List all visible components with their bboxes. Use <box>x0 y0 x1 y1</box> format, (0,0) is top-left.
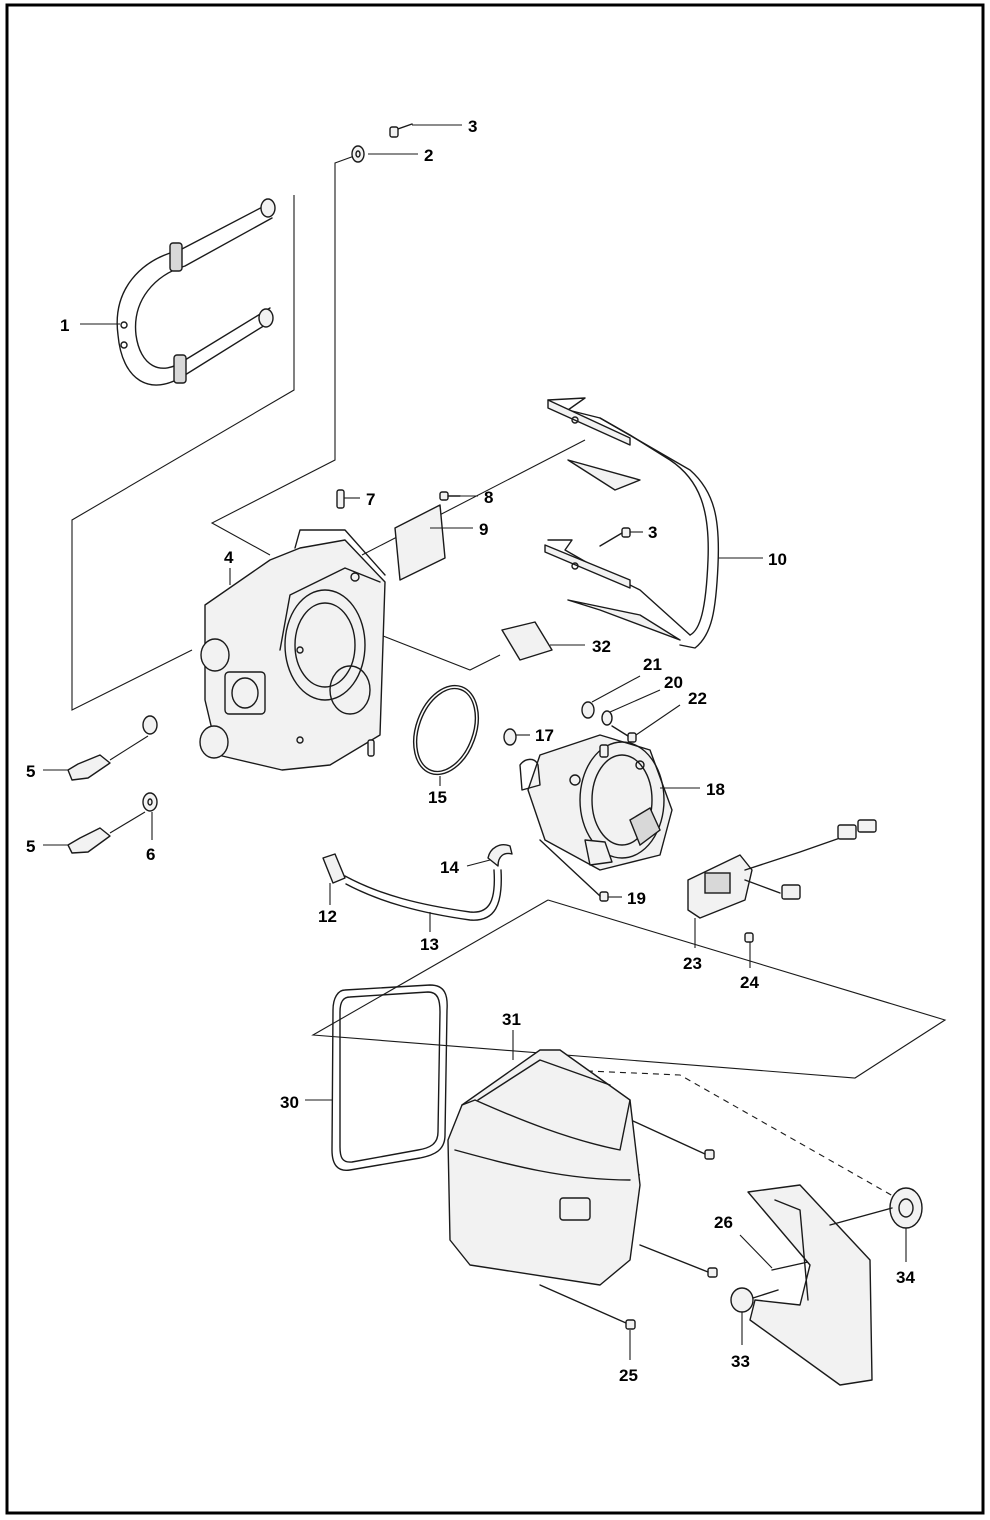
washer-part-21 <box>581 701 595 719</box>
pin-part-7 <box>336 489 345 509</box>
motor-part-18 <box>519 734 673 871</box>
callout-12: 12 <box>318 907 337 926</box>
callout-22: 22 <box>688 689 707 708</box>
callout-7: 7 <box>366 490 375 509</box>
washer-part-20 <box>601 710 613 726</box>
screw-part-26 <box>771 1261 809 1271</box>
callout-31: 31 <box>502 1010 521 1029</box>
callout-24: 24 <box>740 973 759 992</box>
fitting-part-5-lower <box>67 811 146 854</box>
washer-part-6 <box>142 792 158 812</box>
callout-5-lower: 5 <box>26 837 35 856</box>
callout-labels: 1 2 3 3 4 5 5 6 7 8 9 10 12 13 14 15 17 … <box>26 117 915 1385</box>
plate-part-9 <box>394 504 446 581</box>
callout-3-top: 3 <box>468 117 477 136</box>
callout-32: 32 <box>592 637 611 656</box>
washer-part-2 <box>351 145 365 163</box>
callout-33: 33 <box>731 1352 750 1371</box>
housing-part-4 <box>199 529 386 771</box>
callout-13: 13 <box>420 935 439 954</box>
fitting-part-5-upper <box>67 715 158 781</box>
callout-2: 2 <box>424 146 433 165</box>
callout-10: 10 <box>768 550 787 569</box>
callout-34: 34 <box>896 1268 915 1287</box>
screw-part-3-frame <box>599 527 631 547</box>
callout-18: 18 <box>706 780 725 799</box>
callout-3-frame: 3 <box>648 523 657 542</box>
grease-part-32 <box>501 621 553 661</box>
callout-4: 4 <box>224 548 234 567</box>
callout-23: 23 <box>683 954 702 973</box>
assembly-plane-lines <box>71 154 947 1201</box>
control-board-part-23 <box>687 819 877 919</box>
callout-19: 19 <box>627 889 646 908</box>
callout-17: 17 <box>535 726 554 745</box>
callout-25: 25 <box>619 1366 638 1385</box>
guard-part-34 <box>747 1184 923 1386</box>
o-ring-part-15 <box>413 684 479 776</box>
gasket-part-30 <box>331 984 448 1172</box>
callout-14: 14 <box>440 858 459 877</box>
screw-part-3-top <box>389 123 413 138</box>
frame-part-10 <box>544 397 720 649</box>
callout-5-upper: 5 <box>26 762 35 781</box>
screw-part-8 <box>439 491 461 501</box>
fitting-part-12 <box>322 853 346 884</box>
cover-part-31 <box>447 1049 641 1286</box>
callout-30: 30 <box>280 1093 299 1112</box>
callout-6: 6 <box>146 845 155 864</box>
page-border <box>5 3 985 1515</box>
callout-9: 9 <box>479 520 488 539</box>
hose-part-13 <box>344 869 502 921</box>
screw-part-19 <box>539 839 609 902</box>
elbow-part-14 <box>487 844 513 867</box>
callout-20: 20 <box>664 673 683 692</box>
callout-8: 8 <box>484 488 493 507</box>
washer-part-17 <box>503 728 517 746</box>
callout-15: 15 <box>428 788 447 807</box>
callout-26: 26 <box>714 1213 733 1232</box>
callout-leaders <box>43 124 907 1360</box>
screw-part-24 <box>744 932 754 943</box>
callout-1: 1 <box>60 316 69 335</box>
screw-part-22 <box>611 725 637 743</box>
callout-21: 21 <box>643 655 662 674</box>
handle-part-1 <box>116 198 276 386</box>
